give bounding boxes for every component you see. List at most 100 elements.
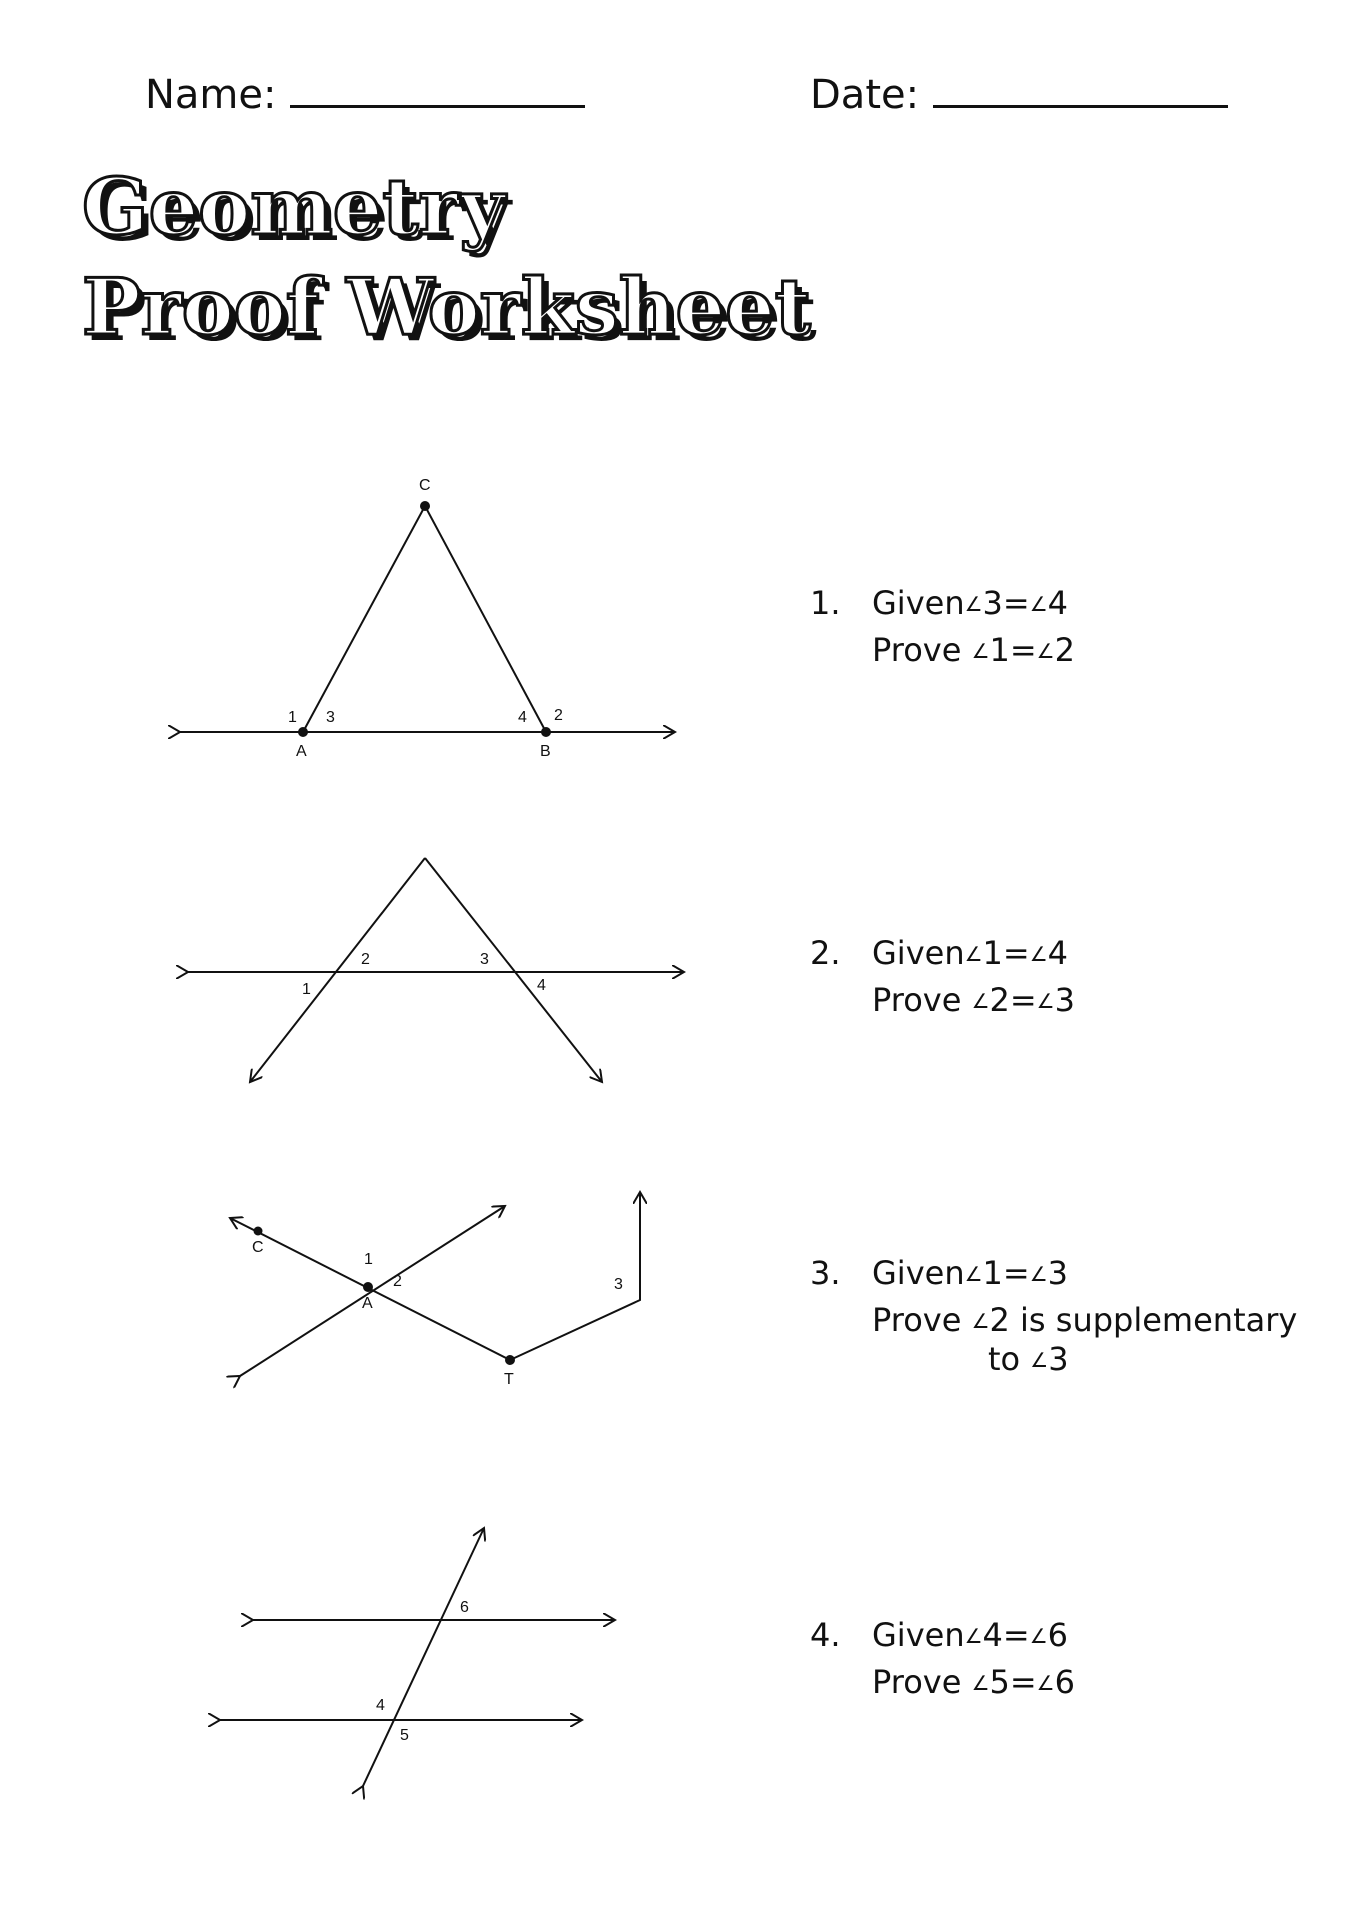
problem-1-given-b: 4: [1047, 584, 1068, 622]
figure-3: C A T 1 2 3: [150, 1180, 710, 1400]
problem-2-given-b: 4: [1047, 934, 1068, 972]
problem-4-prove-a: 5: [989, 1663, 1010, 1701]
problem-1: 1.Given∠3=∠4 Prove ∠1=∠2: [810, 580, 1075, 674]
problem-2-prove-word: Prove: [872, 981, 962, 1019]
figure-4-label-6: 6: [460, 1599, 469, 1616]
figure-3-label-3: 3: [614, 1276, 623, 1293]
angle-icon: ∠: [971, 989, 990, 1013]
figure-1-label-c: C: [419, 477, 431, 494]
title-line2: Proof Worksheet: [82, 262, 811, 353]
figure-1-segment-ac: [302, 505, 426, 733]
problem-1-number: 1.: [810, 584, 841, 622]
figure-3-point-a: [363, 1282, 373, 1292]
figure-4-transversal: [363, 1528, 484, 1786]
equals-sign: =: [1002, 934, 1030, 972]
angle-icon: ∠: [964, 592, 983, 616]
figure-1-label-3: 3: [326, 709, 335, 726]
figure-1: C A B 1 3 4 2: [150, 477, 710, 760]
angle-icon: ∠: [1036, 1671, 1055, 1695]
problem-4-prove-word: Prove: [872, 1663, 962, 1701]
figure-3-line-through-a: [240, 1206, 505, 1376]
figure-1-point-a: [298, 727, 308, 737]
problem-3-prove-word: Prove: [872, 1301, 962, 1339]
problem-3-prove-line2-word: to: [988, 1340, 1021, 1378]
problem-3-given-word: Given: [872, 1254, 965, 1292]
problem-2: 2.Given∠1=∠4 Prove ∠2=∠3: [810, 930, 1075, 1024]
problem-3-given-b: 3: [1047, 1254, 1068, 1292]
figure-2-label-3: 3: [480, 951, 489, 968]
problem-3: 3.Given∠1=∠3 Prove ∠2 is supplementary t…: [810, 1250, 1297, 1383]
angle-icon: ∠: [964, 1262, 983, 1286]
figure-2-label-1: 1: [302, 981, 311, 998]
figure-1-label-a: A: [296, 743, 307, 760]
angle-icon: ∠: [971, 1309, 990, 1333]
name-label: Name:: [145, 72, 277, 118]
problem-1-given-word: Given: [872, 584, 965, 622]
figure-3-label-1: 1: [364, 1251, 373, 1268]
problem-4-number: 4.: [810, 1616, 841, 1654]
figure-1-label-4: 4: [518, 709, 527, 726]
date-label: Date:: [810, 72, 920, 118]
problem-2-number: 2.: [810, 934, 841, 972]
problem-3-number: 3.: [810, 1254, 841, 1292]
figure-4: 6 4 5: [150, 1520, 710, 1800]
worksheet-title: Geometry Proof Worksheet Geometry Proof …: [81, 161, 817, 360]
angle-icon: ∠: [1030, 1348, 1049, 1372]
problem-4-given-a: 4: [982, 1616, 1003, 1654]
name-blank-line: [290, 75, 586, 108]
equals-sign: =: [1002, 584, 1030, 622]
figure-2-right-ray: [424, 857, 602, 1082]
figure-2-label-4: 4: [537, 977, 546, 994]
figure-1-point-c: [420, 501, 430, 511]
problem-2-given-a: 1: [982, 934, 1003, 972]
figure-3-label-2: 2: [393, 1273, 402, 1290]
equals-sign: =: [1009, 981, 1037, 1019]
figure-1-label-b: B: [540, 743, 551, 760]
figure-2-left-ray: [250, 857, 426, 1082]
angle-icon: ∠: [964, 1624, 983, 1648]
title-line1-shadow: Geometry: [88, 168, 514, 259]
equals-sign: =: [1002, 1616, 1030, 1654]
problem-4: 4.Given∠4=∠6 Prove ∠5=∠6: [810, 1612, 1075, 1706]
figure-3-point-t: [505, 1355, 515, 1365]
equals-sign: =: [1002, 1254, 1030, 1292]
date-blank-line: [933, 75, 1229, 108]
angle-icon: ∠: [964, 942, 983, 966]
problem-3-given-a: 1: [982, 1254, 1003, 1292]
name-field: Name:: [145, 72, 586, 118]
angle-icon: ∠: [1029, 1262, 1048, 1286]
title-line2-shadow: Proof Worksheet: [88, 268, 817, 359]
figure-2: 1 2 3 4: [150, 857, 710, 1100]
figure-3-label-a: A: [362, 1295, 373, 1312]
problem-4-given-word: Given: [872, 1616, 965, 1654]
problem-2-prove-a: 2: [989, 981, 1010, 1019]
problem-1-prove-b: 2: [1054, 631, 1075, 669]
figure-1-point-b: [541, 727, 551, 737]
figure-3-label-c: C: [252, 1239, 264, 1256]
figure-1-label-2: 2: [554, 707, 563, 724]
problem-2-prove-b: 3: [1054, 981, 1075, 1019]
problem-1-prove-a: 1: [989, 631, 1010, 669]
problem-1-given-a: 3: [982, 584, 1003, 622]
angle-icon: ∠: [1036, 639, 1055, 663]
angle-icon: ∠: [1029, 942, 1048, 966]
angle-icon: ∠: [1036, 989, 1055, 1013]
problem-4-given-b: 6: [1047, 1616, 1068, 1654]
figure-3-point-c: [253, 1226, 263, 1236]
problem-4-prove-b: 6: [1054, 1663, 1075, 1701]
figure-2-label-2: 2: [361, 951, 370, 968]
angle-icon: ∠: [971, 1671, 990, 1695]
problem-3-prove-line2-angle: 3: [1048, 1340, 1069, 1378]
figure-3-label-t: T: [504, 1371, 514, 1388]
title-line1: Geometry: [82, 162, 508, 253]
problem-3-prove-text: is supplementary: [1020, 1301, 1298, 1339]
problem-1-prove-word: Prove: [872, 631, 962, 669]
equals-sign: =: [1009, 1663, 1037, 1701]
figure-1-segment-cb: [424, 505, 547, 733]
figure-3-bent-ray: [509, 1192, 640, 1361]
figure-4-label-5: 5: [400, 1727, 409, 1744]
problem-3-prove-a: 2: [989, 1301, 1010, 1339]
equals-sign: =: [1009, 631, 1037, 669]
date-field: Date:: [810, 72, 1229, 118]
angle-icon: ∠: [1029, 592, 1048, 616]
